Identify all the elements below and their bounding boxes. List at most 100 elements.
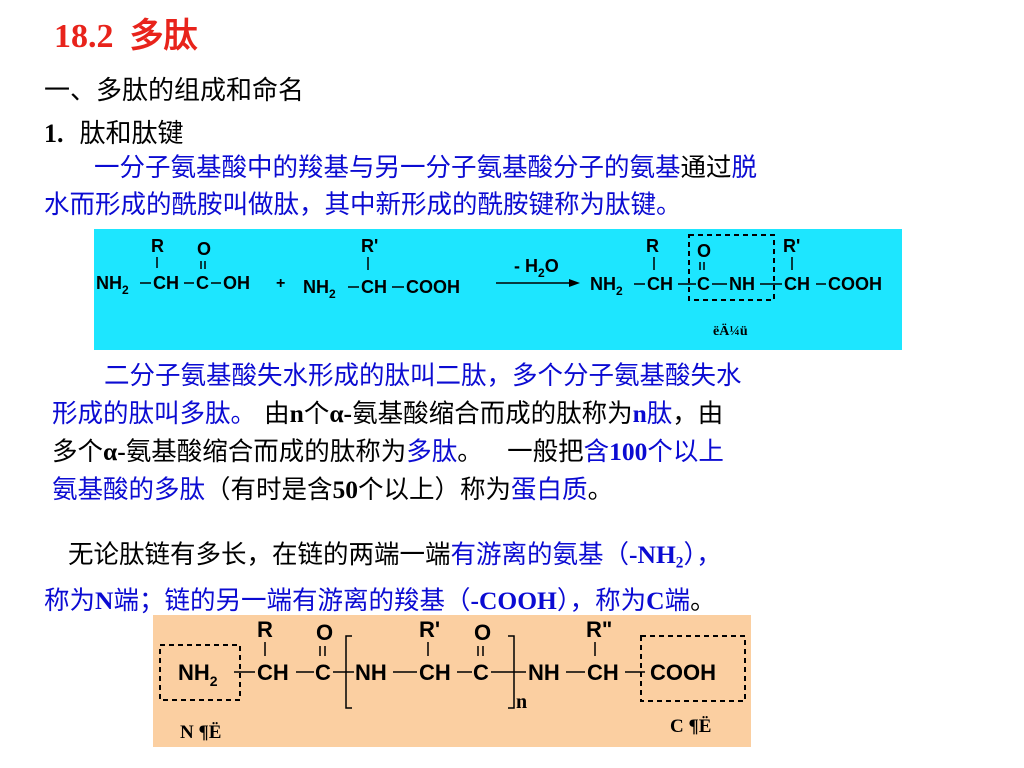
blue-text: 有游离的氨基（ <box>450 540 630 570</box>
text: 。 <box>690 585 716 616</box>
r-prime-label: R' <box>419 617 440 642</box>
blue-text: N <box>95 585 114 615</box>
hydroxyl-label: OH <box>223 273 250 293</box>
repeat-count-label: n <box>516 691 527 713</box>
amino-group-label: NH2 <box>303 277 336 301</box>
paragraph-line: 氨基酸的多肽（有时是含50个以上）称为蛋白质。 <box>52 471 742 509</box>
c-terminus-caption: C ¶Ë <box>670 716 711 737</box>
blue-text: 多肽 <box>406 437 458 467</box>
alpha-carbon-label: CH <box>361 277 387 297</box>
repeat-bracket-right <box>508 635 515 709</box>
blue-text: 端 <box>664 585 691 616</box>
text: 氨基酸缩合而成的肽称为 <box>352 399 633 429</box>
text: n <box>289 399 304 428</box>
paragraph-line: 一分子氨基酸中的羧基与另一分子氨基酸分子的氨基通过脱 <box>44 150 757 187</box>
text: 50 <box>332 475 359 504</box>
amino-terminus-label: NH2 <box>178 660 218 689</box>
c-terminus-highlight <box>640 635 746 702</box>
blue-text: ）， <box>683 540 722 570</box>
blue-text: n <box>632 399 647 428</box>
section-title: 多肽 <box>129 18 198 55</box>
plus-sign: + <box>276 275 285 292</box>
amino-group-label: NH2 <box>96 273 129 297</box>
oxygen-label: O <box>474 620 491 645</box>
blue-text: 氨基酸的多肽 <box>52 475 206 505</box>
blue-text: -COOH <box>470 585 557 615</box>
water-loss-label: - H2O <box>514 256 559 280</box>
alpha-carbon-label: CH <box>784 274 810 294</box>
paragraph-line: 二分子氨基酸失水形成的肽叫二肽，多个分子氨基酸失水 <box>104 361 742 391</box>
heading-number: 1. <box>44 119 64 148</box>
text: 通过 <box>680 153 732 183</box>
paragraph-polypeptide-definition: 二分子氨基酸失水形成的肽叫二肽，多个分子氨基酸失水 形成的肽叫多肽。 由n个α-… <box>52 358 742 509</box>
carbonyl-carbon-label: C <box>697 274 710 294</box>
paragraph-line: 无论肽链有多长，在链的两端一端有游离的氨基（-NH2）， <box>44 536 722 582</box>
reaction-panel <box>94 229 902 350</box>
alpha-carbon-label: CH <box>257 660 289 685</box>
paragraph-peptide-definition: 一分子氨基酸中的羧基与另一分子氨基酸分子的氨基通过脱 水而形成的酰胺叫做肽，其中… <box>44 150 757 224</box>
r-double-prime-label: R" <box>586 617 612 642</box>
paragraph-line: 形成的肽叫多肽。 由n个α-氨基酸缩合而成的肽称为n肽，由 <box>52 395 742 433</box>
blue-text: 称为 <box>44 585 96 616</box>
heading-composition: 一、多肽的组成和命名 <box>44 76 305 106</box>
alpha-carbon-label: CH <box>647 274 673 294</box>
r-group-label: R <box>257 617 273 642</box>
text: α- <box>329 399 353 428</box>
blue-text: -NH2 <box>629 540 684 572</box>
carbonyl-carbon-label: C <box>473 660 489 685</box>
blue-text: 端；链的另一端有游离的羧基（ <box>113 585 471 616</box>
carbon-label: C <box>196 273 209 293</box>
r-prime-label: R' <box>783 236 800 256</box>
garbled-bond-label: ëÄ¼ü <box>713 323 748 339</box>
repeat-bracket-left <box>345 635 352 709</box>
oxygen-label: O <box>316 620 333 645</box>
text: ，由 <box>672 399 724 429</box>
blue-text: 含 <box>583 437 610 467</box>
oxygen-label: O <box>697 241 711 261</box>
blue-text: C <box>646 585 665 615</box>
page-title: 18.2 多肽 <box>54 8 198 57</box>
blue-text: 肽 <box>646 399 673 429</box>
alpha-carbon-label: CH <box>153 273 179 293</box>
text: 。 <box>587 475 614 505</box>
n-terminus-highlight <box>159 644 241 701</box>
blue-text: ），称为 <box>556 585 647 616</box>
amino-group-label: NH2 <box>590 274 623 298</box>
amide-nh-label: NH <box>528 660 560 685</box>
alpha-carbon-label: CH <box>587 660 619 685</box>
arrow-head <box>569 279 580 287</box>
text: 个以上）称为 <box>358 475 512 505</box>
blue-text: 蛋白质 <box>511 475 588 505</box>
text: 无论肽链有多长，在链的两端一端 <box>68 540 451 570</box>
text: α- <box>103 437 126 466</box>
carboxyl-label: COOH <box>828 274 882 294</box>
paragraph-line: 多个α-氨基酸缩合而成的肽称为多肽。 一般把含100个以上 <box>52 433 742 471</box>
blue-text: 水而形成的酰胺叫做肽，其中新形成的酰胺键称为肽键。 <box>44 190 682 220</box>
text: 氨基酸缩合而成的肽称为 <box>125 437 407 467</box>
paragraph-chain-ends: 无论肽链有多长，在链的两端一端有游离的氨基（-NH2）， 称为N端；链的另一端有… <box>44 536 722 620</box>
r-group-label: R <box>646 236 659 256</box>
text: （有时是含 <box>205 475 333 505</box>
section-number: 18.2 <box>54 18 114 55</box>
carboxyl-label: COOH <box>406 277 460 297</box>
oxygen-label: O <box>197 239 211 259</box>
n-terminus-caption: N ¶Ë <box>180 722 221 743</box>
carbonyl-carbon-label: C <box>315 660 331 685</box>
text: 由 <box>256 399 290 429</box>
blue-text: 一分子氨基酸中的羧基与另一分子氨基酸分子的氨基 <box>94 153 681 183</box>
blue-text: 100 <box>609 437 648 466</box>
carboxyl-terminus-label: COOH <box>650 660 716 685</box>
heading-peptide-bond: 1.肽和肽键 <box>44 113 184 150</box>
amide-nh-label: NH <box>355 660 387 685</box>
text: 多个 <box>52 437 104 467</box>
blue-text: 个以上 <box>647 437 724 467</box>
blue-text: 脱 <box>731 153 758 183</box>
amide-nh-label: NH <box>729 274 755 294</box>
text: 个 <box>303 399 330 429</box>
r-prime-label: R' <box>361 236 378 256</box>
blue-text: 形成的肽叫多肽。 <box>52 399 257 429</box>
alpha-carbon-label: CH <box>419 660 451 685</box>
r-group-label: R <box>151 236 164 256</box>
